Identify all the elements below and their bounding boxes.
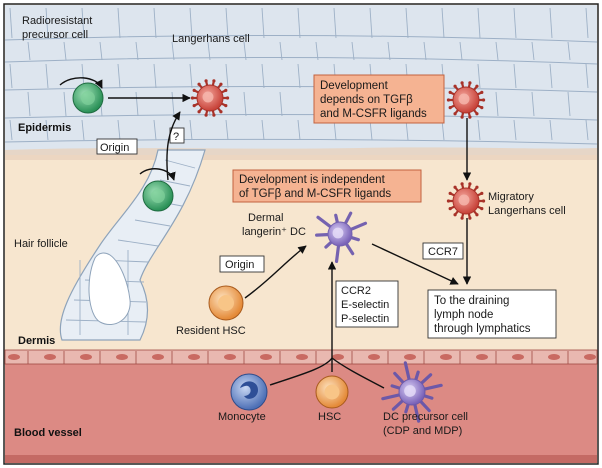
epidermis-label: Epidermis — [18, 122, 71, 134]
svg-text:Development: Development — [320, 80, 389, 92]
monocyte-label: Monocyte — [218, 411, 266, 423]
ccr2-box: CCR2 E-selectin P-selectin — [335, 280, 399, 328]
svg-text:and M-CSFR ligands: and M-CSFR ligands — [320, 108, 427, 120]
resident-hsc-cell — [208, 285, 244, 321]
dermis-label: Dermis — [18, 335, 55, 347]
hsc-label: HSC — [318, 411, 341, 423]
langerhans-cell — [190, 79, 230, 117]
migratory-label-2: Langerhans cell — [488, 205, 566, 217]
origin-mid-box: Origin — [219, 255, 265, 273]
svg-text:lymph node: lymph node — [434, 309, 493, 321]
radioresistant-label-2: precursor cell — [22, 29, 88, 41]
radioresistant-cell-follicle — [142, 180, 174, 212]
independent-box: Development is independent of TGFβ and M… — [232, 169, 422, 203]
resident-hsc-label: Resident HSC — [176, 325, 246, 337]
dermal-dc-label-1: Dermal — [248, 212, 283, 224]
migratory-langerhans-cell — [446, 182, 486, 220]
lymph-box: To the draining lymph node through lymph… — [427, 289, 557, 339]
radioresistant-label-1: Radioresistant — [22, 15, 92, 27]
line-monocyte — [269, 357, 333, 386]
svg-text:Development is independent: Development is independent — [239, 174, 386, 186]
langerhans-cell-label: Langerhans cell — [172, 33, 250, 45]
dc-precursor-label-1: DC precursor cell — [383, 411, 468, 423]
arrow-self-renew-2 — [139, 168, 176, 181]
arrow-dermal-to-lymph — [371, 243, 459, 285]
blood-vessel — [4, 349, 598, 463]
svg-text:?: ? — [173, 131, 179, 143]
svg-text:CCR7: CCR7 — [428, 246, 458, 258]
epidermis-layer — [4, 5, 598, 160]
svg-text:P-selectin: P-selectin — [341, 313, 389, 325]
dependent-box: Development depends on TGFβ and M-CSFR l… — [313, 74, 445, 124]
svg-text:through lymphatics: through lymphatics — [434, 323, 531, 335]
arrows — [59, 77, 472, 389]
dermal-dc-label-2: langerin⁺ DC — [242, 226, 306, 238]
dermal-langerin-dc — [315, 211, 368, 263]
migratory-label-1: Migratory — [488, 191, 534, 203]
svg-text:depends on TGFβ: depends on TGFβ — [320, 94, 413, 106]
monocyte-cell — [230, 373, 268, 411]
svg-text:CCR2: CCR2 — [341, 285, 371, 297]
blood-vessel-label: Blood vessel — [14, 427, 82, 439]
svg-text:of TGFβ and M-CSFR ligands: of TGFβ and M-CSFR ligands — [239, 188, 391, 200]
question-box: ? — [169, 127, 185, 144]
hair-follicle-label: Hair follicle — [14, 238, 68, 250]
dc-precursor-cell — [381, 361, 443, 423]
svg-text:E-selectin: E-selectin — [341, 299, 389, 311]
dc-precursor-label-2: (CDP and MDP) — [383, 425, 462, 437]
arrow-resident-to-dermal — [244, 245, 307, 299]
svg-text:Origin: Origin — [100, 142, 129, 154]
svg-text:To the draining: To the draining — [434, 295, 509, 307]
line-dc-precursor — [331, 357, 385, 389]
origin-top-box: Origin — [96, 138, 138, 155]
radioresistant-cell-top — [72, 82, 104, 114]
svg-text:Origin: Origin — [225, 259, 254, 271]
arrow-self-renew-1 — [59, 77, 103, 89]
ccr7-box: CCR7 — [422, 242, 464, 260]
langerhans-cell-right — [446, 81, 486, 119]
hsc-cell — [315, 375, 349, 409]
